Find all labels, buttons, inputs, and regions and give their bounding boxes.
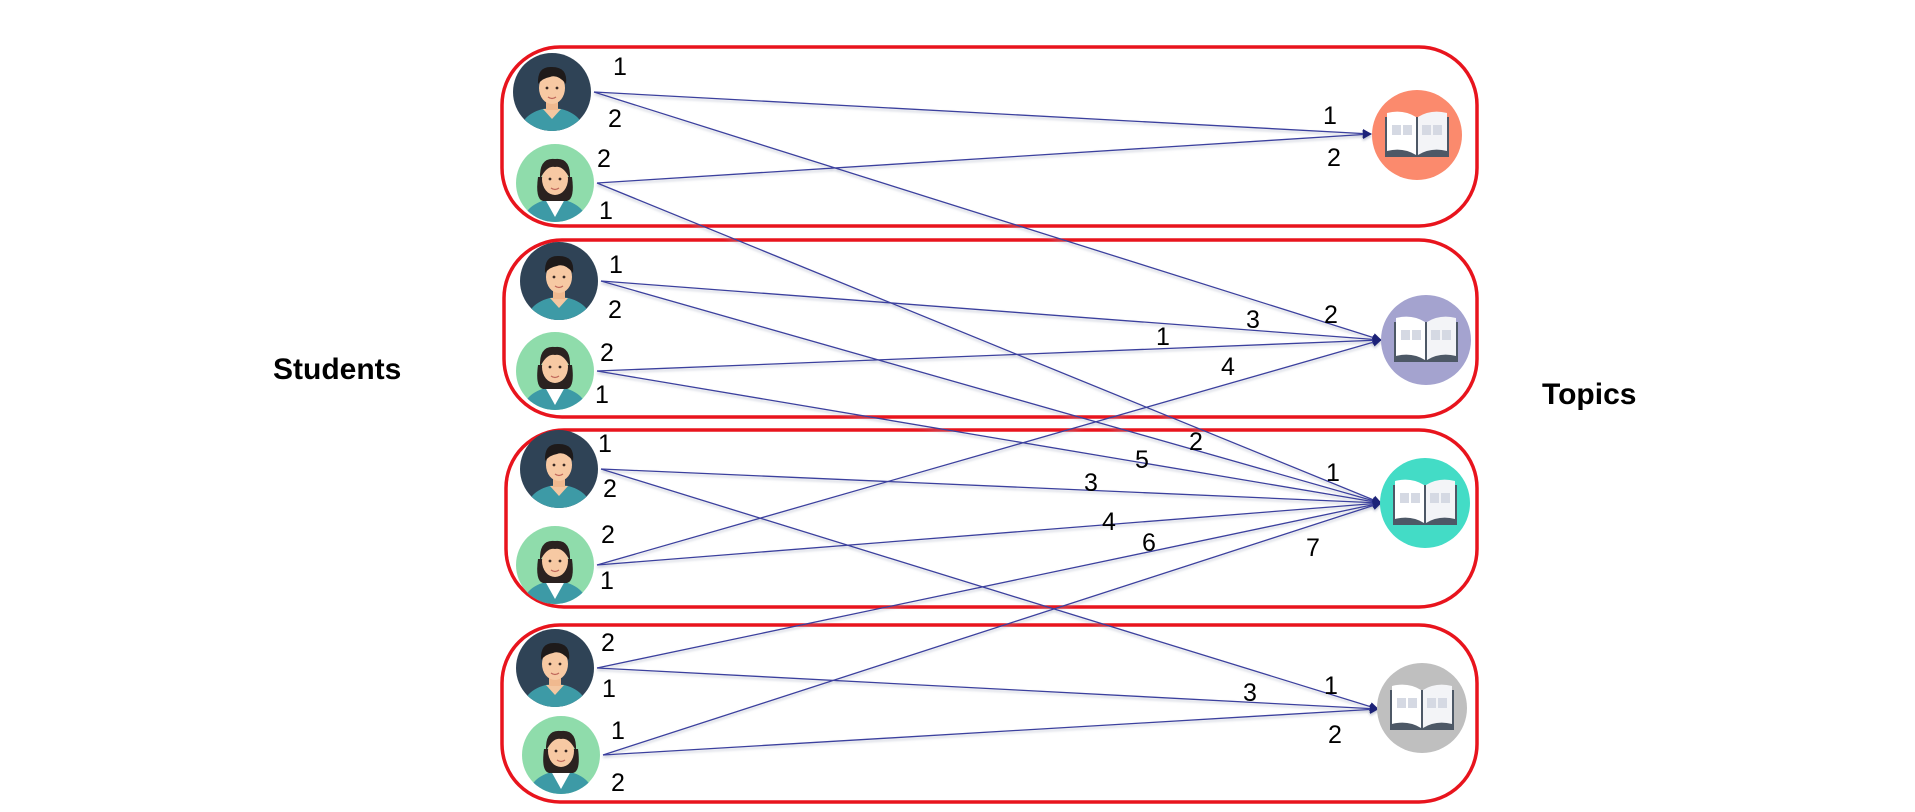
topic-edge-label: 2 (1327, 144, 1341, 172)
topic-3-book-icon (1380, 458, 1470, 548)
edge-s8-t3 (602, 501, 1382, 756)
student-edge-label: 1 (609, 251, 623, 279)
topic-edge-label: 6 (1142, 529, 1156, 557)
student-edge-label: 2 (597, 145, 611, 173)
group-2-student-1-avatar (520, 242, 598, 320)
group-1-box (500, 45, 1479, 228)
student-edge-label: 2 (611, 769, 625, 797)
group-2-box (502, 238, 1479, 419)
topic-edge-label: 3 (1243, 679, 1257, 707)
topic-edge-label: 4 (1102, 508, 1116, 536)
student-edge-label: 2 (603, 475, 617, 503)
group-4-student-1-avatar (516, 629, 594, 707)
edge-s2-t3 (596, 182, 1382, 505)
topic-edge-label: 1 (1323, 102, 1337, 130)
topic-edge-label: 1 (1156, 323, 1170, 351)
student-edge-label: 1 (598, 430, 612, 458)
edge-s4-t3 (596, 370, 1382, 507)
group-4-box (500, 623, 1479, 804)
student-edge-label: 1 (600, 567, 614, 595)
edge-s7-t4 (596, 667, 1379, 714)
topic-edge-label: 3 (1084, 469, 1098, 497)
topic-edge-label: 1 (1324, 672, 1338, 700)
student-edge-label: 1 (602, 675, 616, 703)
student-edge-label: 1 (611, 717, 625, 745)
group-4-student-2-avatar (522, 716, 600, 794)
edge-s8-t4 (602, 704, 1379, 756)
edge-s3-t3 (600, 280, 1382, 506)
group-3-student-1-avatar (520, 430, 598, 508)
group-1-student-2-avatar (516, 144, 594, 222)
student-edge-label: 2 (601, 629, 615, 657)
topic-edge-label: 7 (1306, 534, 1320, 562)
topic-edge-label: 2 (1324, 301, 1338, 329)
topics-label: Topics (1542, 378, 1637, 411)
topic-edge-label: 5 (1135, 446, 1149, 474)
student-edge-label: 1 (613, 53, 627, 81)
edge-s7-t3 (596, 500, 1382, 669)
group-3-student-2-avatar (516, 526, 594, 604)
student-edge-label: 2 (608, 296, 622, 324)
group-2-student-2-avatar (516, 332, 594, 410)
topic-2-book-icon (1381, 295, 1471, 385)
group-1-student-1-avatar (513, 53, 591, 131)
student-edge-label: 2 (608, 105, 622, 133)
topic-edge-label: 3 (1246, 306, 1260, 334)
edge-s4-t2 (596, 335, 1382, 372)
topic-edge-label: 2 (1328, 721, 1342, 749)
edge-s3-t2 (600, 280, 1382, 344)
student-edge-label: 1 (595, 381, 609, 409)
topic-1-book-icon (1372, 90, 1462, 180)
student-edge-label: 1 (599, 197, 613, 225)
edge-s1-t1 (593, 91, 1372, 139)
students-label: Students (273, 353, 402, 386)
edge-s1-t2 (593, 91, 1382, 342)
edge-s6-t3 (596, 499, 1382, 566)
topic-4-book-icon (1377, 663, 1467, 753)
edge-s5-t3 (600, 468, 1382, 508)
edge-s6-t2 (596, 337, 1382, 566)
topic-edge-label: 1 (1326, 459, 1340, 487)
edge-s2-t1 (596, 129, 1372, 184)
topic-edge-label: 2 (1189, 428, 1203, 456)
student-edge-label: 2 (600, 339, 614, 367)
edge-s5-t4 (600, 468, 1379, 711)
topic-edge-label: 4 (1221, 353, 1235, 381)
student-edge-label: 2 (601, 521, 615, 549)
group-3-box (504, 428, 1479, 609)
